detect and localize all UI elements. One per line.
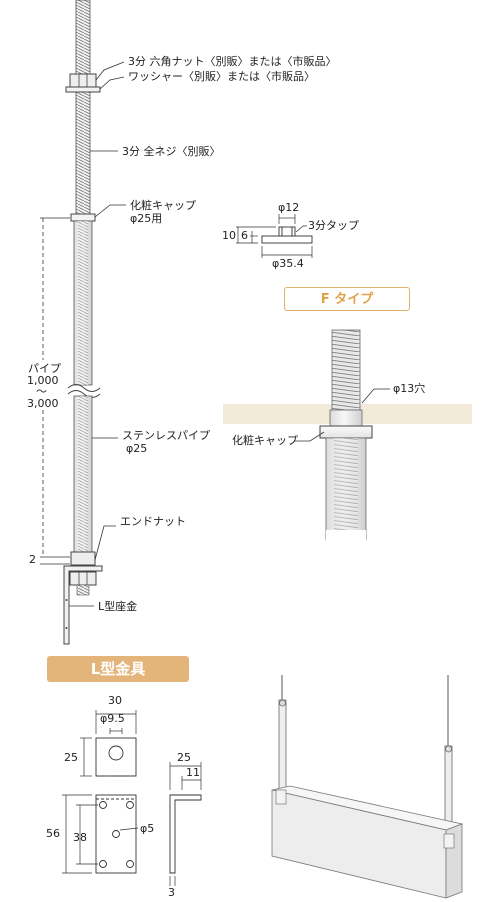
label-washer: ワッシャー〈別販〉または〈市販品〉 — [128, 70, 315, 83]
f-type-rod — [331, 329, 361, 411]
l-bracket-drawings — [62, 710, 202, 886]
f-type-title: F タイプ — [320, 292, 374, 307]
f-type-badge: F タイプ — [284, 287, 410, 311]
hanging-sign-illustration — [271, 675, 464, 899]
bracket-h56: 56 — [46, 827, 60, 840]
label-gap: 2 — [29, 553, 36, 566]
end-nut — [70, 551, 96, 566]
cap-detail — [236, 214, 313, 258]
hex-nut-bottom — [69, 571, 97, 586]
f-type-illustration — [223, 329, 472, 542]
bracket-t3: 3 — [168, 886, 175, 899]
f-type-hole: φ13穴 — [393, 382, 426, 395]
f-type-cap: 化粧キャップ — [232, 434, 298, 447]
bracket-d11: 11 — [186, 766, 200, 779]
label-pipe-line2: 1,000 — [27, 374, 59, 387]
label-end-nut: エンドナット — [120, 515, 186, 528]
bracket-side-view — [169, 794, 202, 874]
main-assembly — [63, 0, 103, 645]
f-type-cap — [319, 425, 373, 439]
cap-tap: 3分タップ — [308, 219, 359, 232]
bracket-h25: 25 — [64, 751, 78, 764]
cap-phi12: φ12 — [278, 201, 300, 214]
leader-lines — [69, 61, 126, 607]
label-pipe-line4: 3,000 — [27, 397, 59, 410]
bracket-h38: 38 — [73, 831, 87, 844]
label-pipe-line1: パイプ — [28, 362, 61, 375]
bracket-hole-top — [108, 745, 124, 761]
bracket-d25: 25 — [177, 751, 191, 764]
l-seat — [63, 565, 103, 645]
bracket-phi95: φ9.5 — [100, 712, 125, 725]
l-bracket-badge: L型金具 — [47, 656, 189, 682]
cosmetic-cap — [70, 213, 96, 222]
cap-h10: 10 — [222, 229, 236, 242]
threaded-rod-top — [75, 0, 91, 217]
pipe-length-dimension — [40, 217, 70, 565]
bracket-phi5: φ5 — [140, 822, 155, 835]
label-rod: 3分 全ネジ〈別販〉 — [122, 145, 221, 158]
washer — [65, 86, 101, 93]
hex-nut-top — [69, 73, 97, 88]
label-steel-pipe-line1: ステンレスパイプ — [122, 429, 210, 442]
label-cap-line1: 化粧キャップ — [130, 199, 196, 212]
bracket-w30: 30 — [108, 694, 122, 707]
label-cap-line2: φ25用 — [130, 212, 163, 225]
label-nut: 3分 六角ナット〈別販〉または〈市販品〉 — [128, 55, 337, 68]
label-pipe-line3: 〜 — [36, 385, 47, 398]
l-bracket-title: L型金具 — [90, 660, 146, 678]
label-steel-pipe-line2: φ25 — [126, 442, 148, 455]
f-type-pipe-upper — [329, 409, 363, 427]
label-l-seat: L型座金 — [98, 600, 138, 613]
cap-h6: 6 — [241, 229, 248, 242]
cap-phi354: φ35.4 — [272, 257, 304, 270]
